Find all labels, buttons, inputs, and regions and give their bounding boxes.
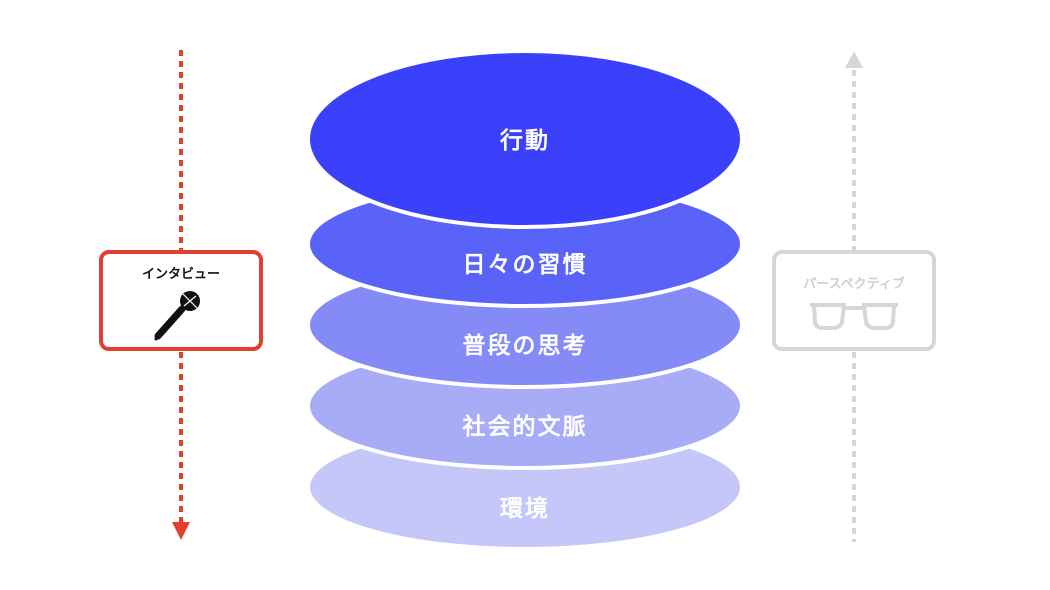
interview-box: インタビュー (99, 250, 263, 351)
layer-label-environment: 環境 (500, 495, 550, 522)
glasses-icon (810, 303, 898, 330)
perspective-label: パースペクティブ (803, 276, 905, 292)
perspective-box: パースペクティブ (772, 250, 936, 351)
left-down-arrow (172, 50, 190, 540)
right-up-arrow (845, 51, 863, 542)
layer-label-social-context: 社会的文脈 (463, 413, 588, 440)
interview-label: インタビュー (142, 266, 220, 282)
layer-stack (306, 49, 744, 551)
layer-label-action: 行動 (499, 127, 550, 154)
layer-label-usual-thinking: 普段の思考 (463, 332, 588, 359)
microphone-icon (154, 291, 200, 341)
layer-label-daily-habits: 日々の習慣 (463, 251, 588, 278)
layer-action (306, 49, 744, 229)
